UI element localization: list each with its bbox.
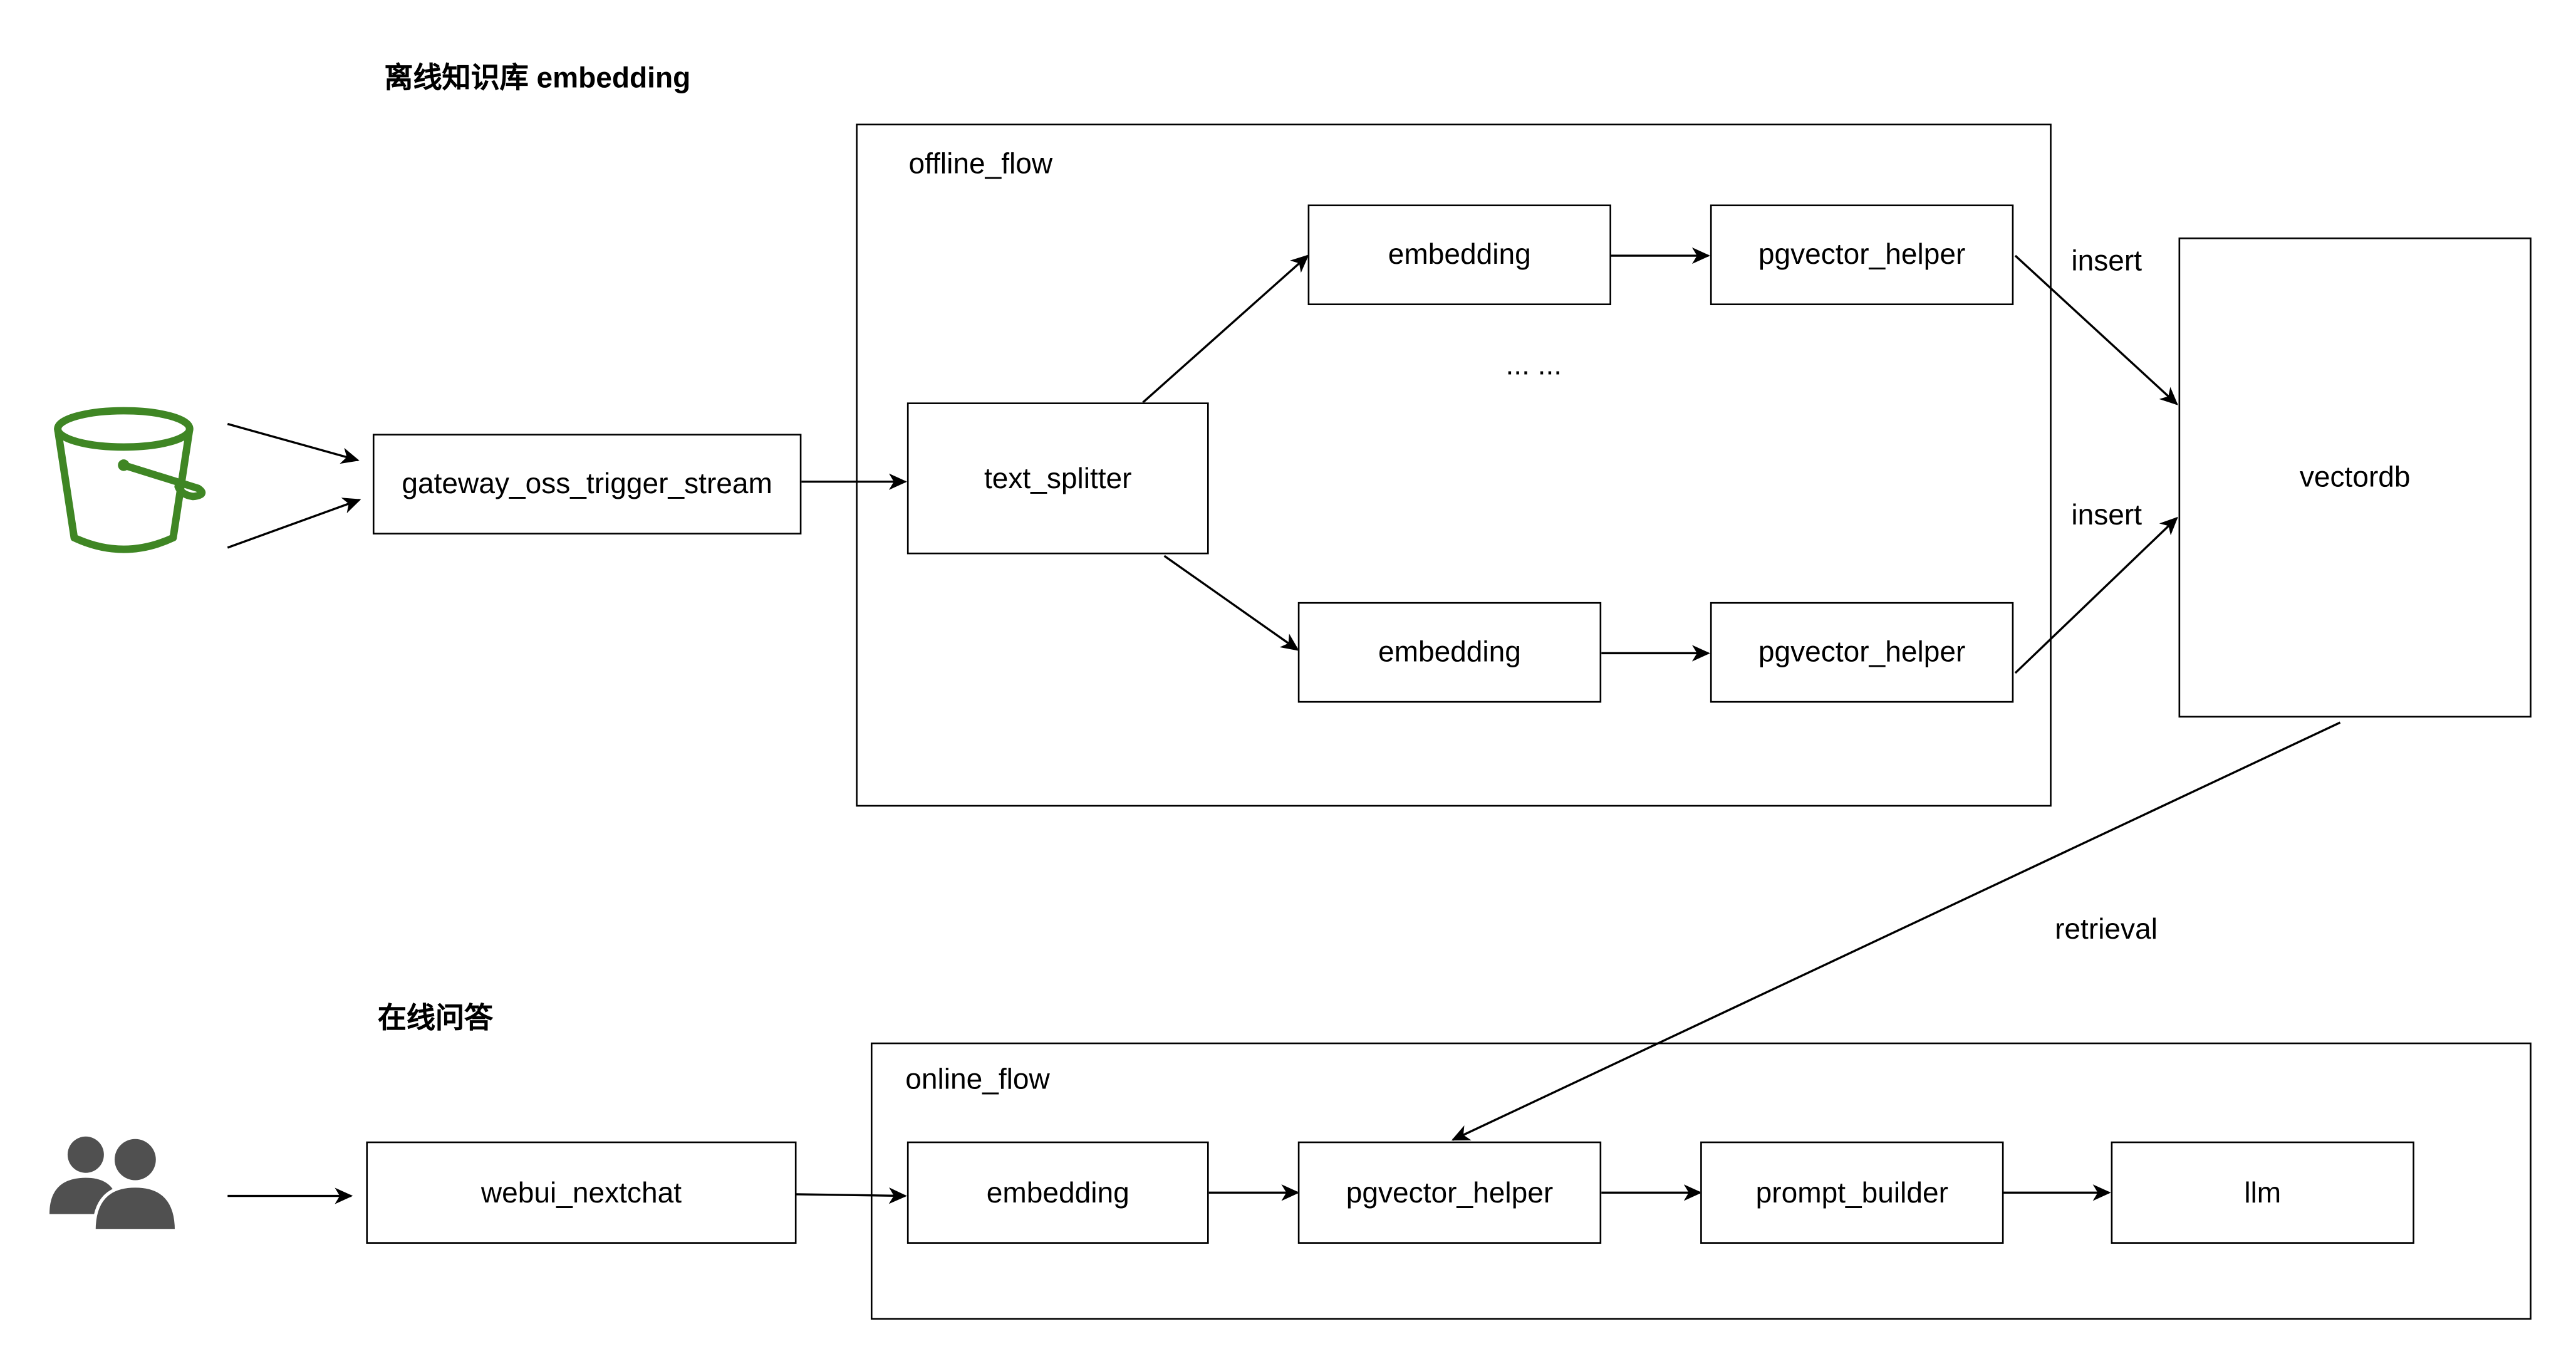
arrow-pgvector-bottom-to-vectordb [2014,516,2178,674]
webui-nextchat-node: webui_nextchat [366,1141,797,1244]
arrow-webui-to-embedding [796,1187,907,1204]
arrow-splitter-to-embedding-top [1142,254,1309,404]
online-section-title: 在线问答 [377,1001,494,1035]
arrow-bucket-to-gateway-1 [227,422,360,464]
arrow-splitter-to-embedding-bottom [1163,555,1299,651]
embedding-top-node: embedding [1307,204,1611,306]
insert-label-bottom: insert [2071,498,2142,531]
retrieval-label: retrieval [2055,912,2158,946]
pgvector-helper-top-node: pgvector_helper [1710,204,2014,306]
vectordb-node: vectordb [2178,237,2532,718]
offline-flow-frame [856,123,2052,807]
online-flow-frame [870,1042,2532,1320]
text-splitter-node: text_splitter [906,402,1209,555]
arrow-pgvector-top-to-vectordb [2014,254,2178,405]
offline-section-title: 离线知识库 embedding [384,61,691,95]
users-icon [49,1132,182,1234]
llm-node: llm [2111,1141,2414,1244]
ellipsis-label: ... ... [1505,348,1562,382]
storage-bucket-icon [49,399,208,558]
arrow-vectordb-to-pgvector-online [1451,721,2341,1141]
pgvector-helper-bottom-node: pgvector_helper [1710,602,2014,703]
online-flow-label: online_flow [905,1062,1050,1095]
pgvector-helper-online-node: pgvector_helper [1297,1141,1602,1244]
prompt-builder-node: prompt_builder [1700,1141,2004,1244]
embedding-bottom-node: embedding [1297,602,1602,703]
gateway-oss-trigger-stream-node: gateway_oss_trigger_stream [372,434,802,534]
insert-label-top: insert [2071,244,2142,278]
offline-flow-label: offline_flow [908,147,1053,180]
embedding-online-node: embedding [906,1141,1209,1244]
arrow-bucket-to-gateway-2 [227,498,361,549]
